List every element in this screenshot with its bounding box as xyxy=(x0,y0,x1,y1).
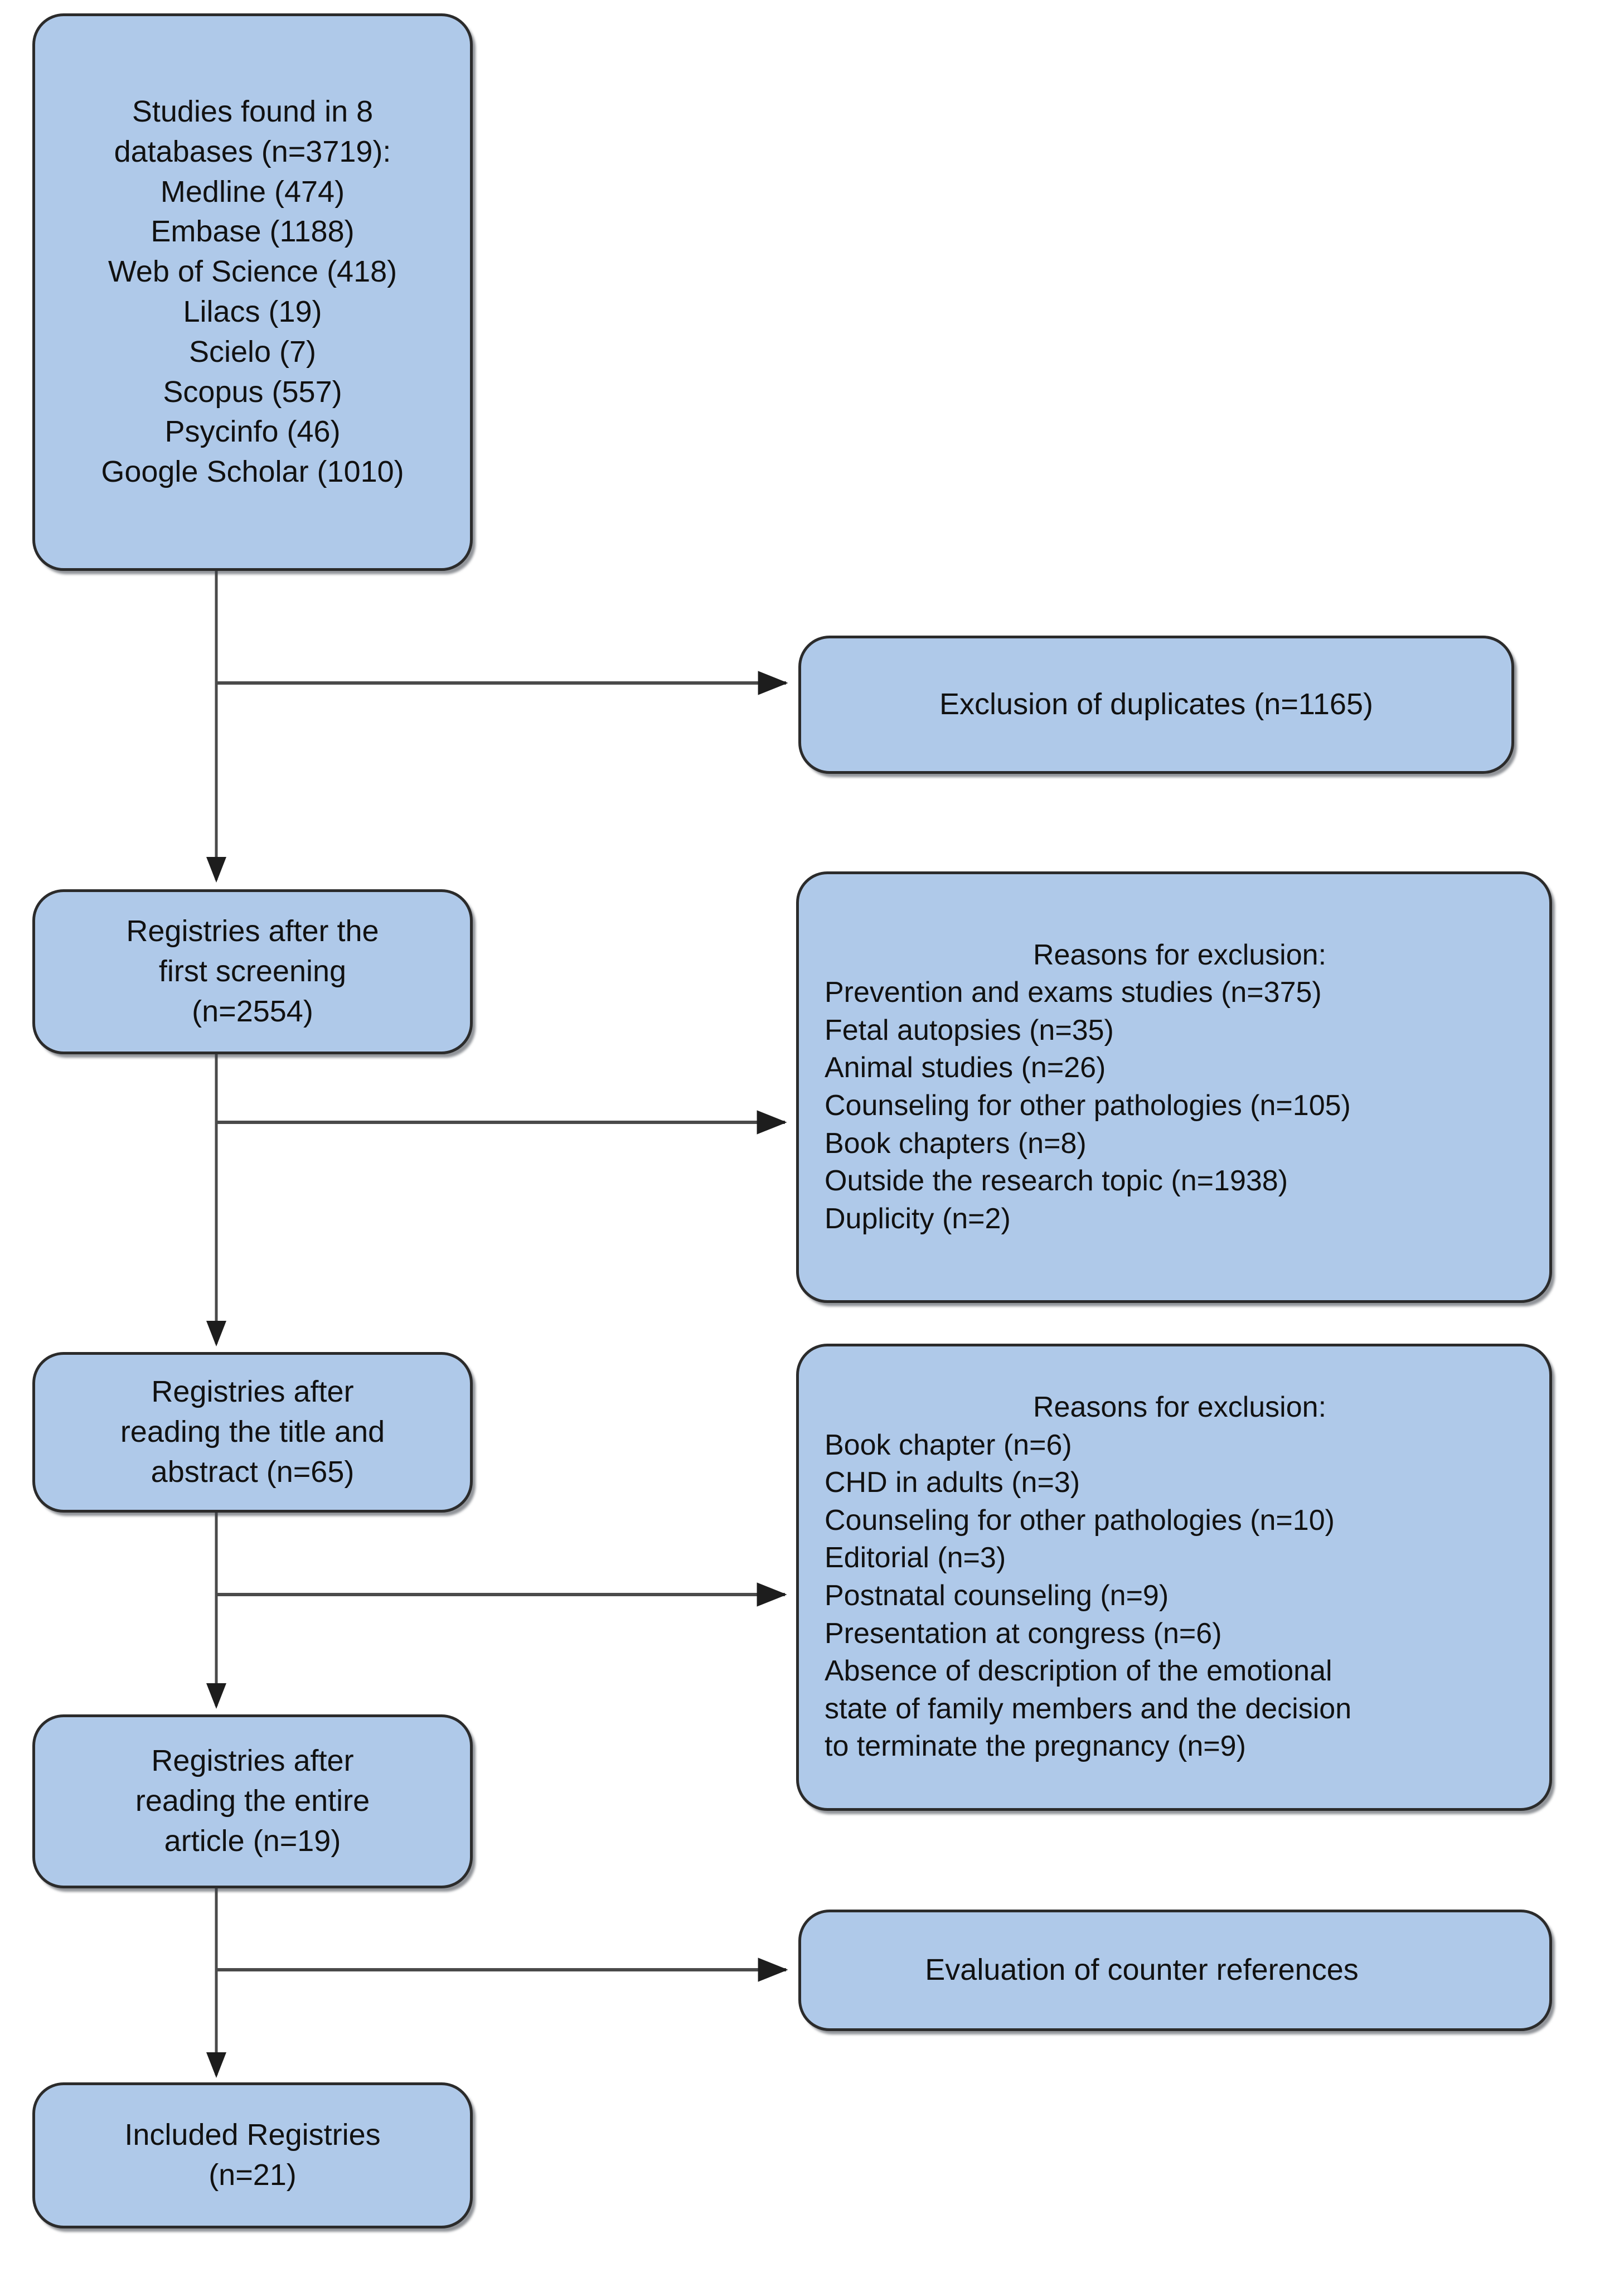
node-registries-after-entire-article: Registries after reading the entire arti… xyxy=(32,1714,473,1888)
node-line: (n=2554) xyxy=(192,994,313,1028)
node-line: first screening xyxy=(158,954,347,989)
node-line: Web of Science (418) xyxy=(108,255,397,289)
node-line: Google Scholar (1010) xyxy=(101,455,404,489)
node-registries-after-first-screening: Registries after the first screening (n=… xyxy=(32,889,473,1054)
reason-item: Editorial (n=3) xyxy=(825,1542,1006,1574)
reason-item: Counseling for other pathologies (n=105) xyxy=(825,1089,1351,1122)
node-line: Exclusion of duplicates (n=1165) xyxy=(939,687,1373,721)
node-line: Lilacs (19) xyxy=(183,295,322,328)
reason-item: Prevention and exams studies (n=375) xyxy=(825,976,1322,1009)
node-line: Evaluation of counter references xyxy=(925,1953,1359,1987)
node-line: databases (n=3719): xyxy=(114,134,391,168)
reason-item: Book chapter (n=6) xyxy=(825,1428,1072,1461)
node-reasons-for-exclusion-second: Reasons for exclusion: Book chapter (n=6… xyxy=(796,1344,1552,1811)
reason-item: Duplicity (n=2) xyxy=(825,1202,1011,1235)
reasons-header: Reasons for exclusion: xyxy=(1032,938,1327,971)
node-line: (n=21) xyxy=(209,2158,297,2192)
node-line: Psycinfo (46) xyxy=(164,415,341,449)
reason-item: Presentation at congress (n=6) xyxy=(825,1617,1222,1650)
reason-item: Animal studies (n=26) xyxy=(825,1052,1106,1084)
node-line: article (n=19) xyxy=(164,1824,341,1858)
reason-item: Outside the research topic (n=1938) xyxy=(825,1165,1288,1198)
node-line: Medline (474) xyxy=(160,175,345,209)
reason-item: Postnatal counseling (n=9) xyxy=(825,1579,1169,1612)
node-line: abstract (n=65) xyxy=(151,1455,355,1489)
reason-item: Counseling for other pathologies (n=10) xyxy=(825,1504,1335,1537)
reason-item: state of family members and the decision xyxy=(825,1692,1352,1725)
reason-item: to terminate the pregnancy (n=9) xyxy=(825,1730,1246,1763)
node-evaluation-of-counter-references: Evaluation of counter references xyxy=(798,1910,1552,2031)
node-line: reading the title and xyxy=(120,1415,385,1449)
node-line: Included Registries xyxy=(124,2118,381,2152)
node-line: Scielo (7) xyxy=(188,335,317,369)
node-line: Scopus (557) xyxy=(163,375,342,409)
reason-item: Book chapters (n=8) xyxy=(825,1127,1087,1160)
node-registries-after-title-abstract: Registries after reading the title and a… xyxy=(32,1352,473,1513)
reasons-header: Reasons for exclusion: xyxy=(1032,1391,1327,1424)
node-reasons-for-exclusion-first: Reasons for exclusion: Prevention and ex… xyxy=(796,871,1552,1303)
node-exclusion-of-duplicates: Exclusion of duplicates (n=1165) xyxy=(798,636,1514,774)
node-line: Registries after the xyxy=(126,914,379,948)
node-line: Embase (1188) xyxy=(151,215,355,249)
reason-item: Absence of description of the emotional xyxy=(825,1655,1332,1688)
node-line: Registries after xyxy=(151,1375,354,1409)
node-studies-found: Studies found in 8 databases (n=3719): M… xyxy=(32,13,473,571)
node-line: reading the entire xyxy=(135,1784,370,1818)
node-line: Studies found in 8 xyxy=(132,94,374,128)
reason-item: CHD in adults (n=3) xyxy=(825,1466,1080,1499)
node-line: Registries after xyxy=(151,1744,354,1778)
reason-item: Fetal autopsies (n=35) xyxy=(825,1014,1114,1046)
node-included-registries: Included Registries (n=21) xyxy=(32,2082,473,2228)
